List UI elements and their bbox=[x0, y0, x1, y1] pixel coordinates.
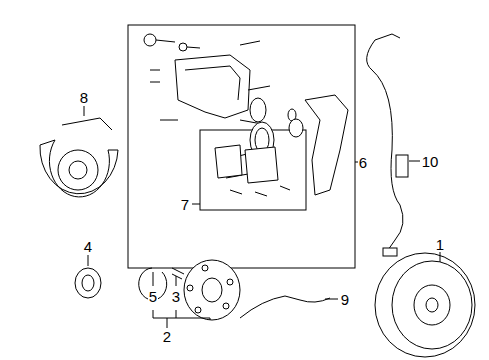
hub bbox=[184, 260, 240, 320]
brake-rotor bbox=[375, 253, 475, 357]
callout-number: 8 bbox=[79, 90, 89, 105]
callout-number: 9 bbox=[340, 292, 350, 307]
leader-lines bbox=[84, 106, 440, 328]
caliper bbox=[144, 34, 348, 195]
callout-number: 4 bbox=[83, 239, 93, 254]
callout-number: 10 bbox=[421, 154, 440, 169]
callout-number: 3 bbox=[171, 289, 181, 304]
callout-number: 5 bbox=[148, 289, 158, 304]
brake-hose bbox=[240, 296, 330, 318]
callout-number: 2 bbox=[162, 329, 172, 344]
callout-number: 6 bbox=[358, 155, 368, 170]
callout-number: 7 bbox=[180, 197, 190, 212]
callout-number: 1 bbox=[435, 237, 445, 252]
bearing bbox=[75, 268, 101, 298]
brake-pads bbox=[215, 145, 290, 196]
hub-bolt bbox=[172, 268, 184, 279]
group-box bbox=[128, 25, 355, 268]
abs-sensor bbox=[367, 34, 408, 256]
backing-plate bbox=[40, 118, 118, 197]
